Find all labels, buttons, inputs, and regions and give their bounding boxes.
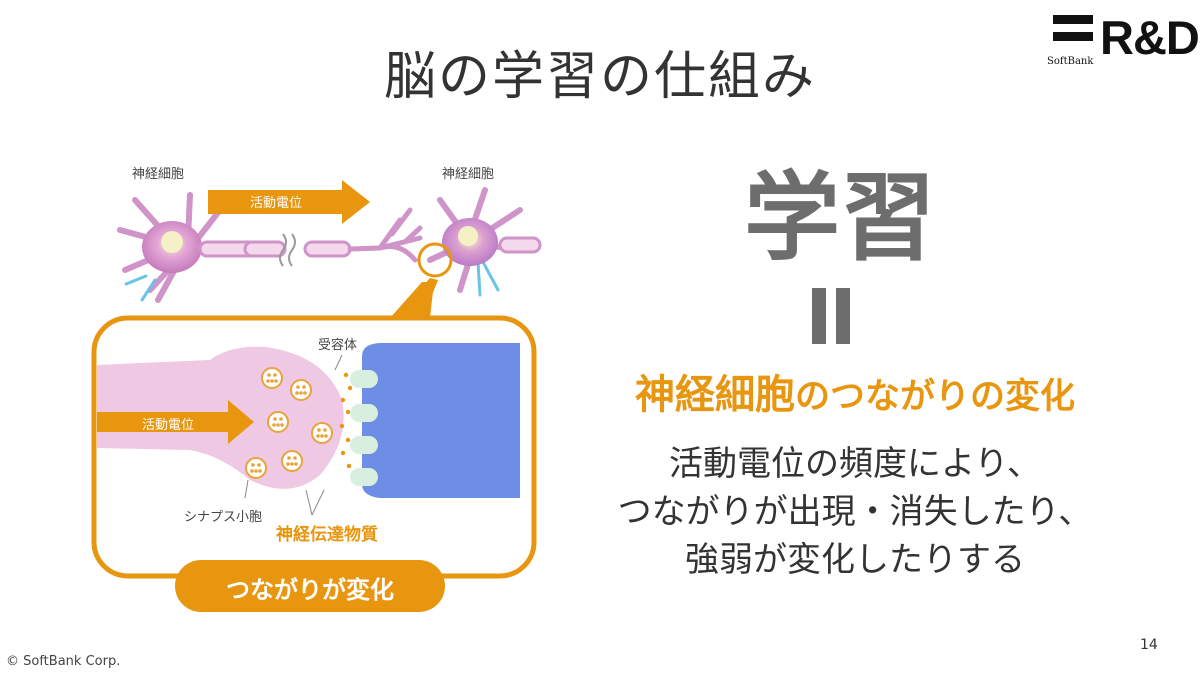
description-line-3: 強弱が変化したりする — [685, 540, 1025, 580]
postsynaptic-cell — [362, 343, 520, 498]
neurotransmitter-label: 神経伝達物質 — [276, 525, 378, 545]
page-number: 14 — [1140, 637, 1158, 653]
description: 活動電位の頻度により、 つながりが出現・消失したり、 強弱が変化したりする — [560, 440, 1150, 584]
synapse-illustration — [91, 180, 542, 612]
vesicle-dots — [250, 373, 328, 473]
top-arrow-icon — [208, 180, 370, 224]
neurotransmitter-dots — [339, 372, 353, 469]
synaptic-vesicles-icon — [245, 367, 333, 479]
right-neuron-icon — [427, 187, 542, 297]
logo-rd-text: R&D — [1100, 11, 1200, 64]
slide-title: 脳の学習の仕組み — [383, 47, 816, 107]
heading-neuron-text: 神経細胞 — [634, 372, 795, 418]
top-arrow-label: 活動電位 — [250, 196, 303, 211]
logo-softbank-text: SoftBank — [1047, 56, 1094, 67]
zoom-circle-icon — [417, 242, 453, 278]
description-line-1: 活動電位の頻度により、 — [669, 444, 1041, 484]
receptor-label: 受容体 — [318, 338, 358, 353]
copyright: © SoftBank Corp. — [6, 654, 121, 669]
synapse-diagram: 神経細胞 神経細胞 活動電位 活動電位 受容体 シナプス小胞 神経伝達物質 つな… — [80, 150, 550, 630]
change-pill — [175, 560, 445, 612]
neuron-connection-heading: 神経細胞のつながりの変化 — [560, 362, 1150, 420]
learning-heading: 学習 — [744, 162, 936, 274]
softbank-rd-logo: SoftBank R&D — [1040, 10, 1200, 68]
left-neuron-label: 神経細胞 — [132, 167, 185, 182]
receptor-icons — [350, 370, 378, 486]
vesicle-label: シナプス小胞 — [184, 510, 263, 525]
bottom-arrow-icon — [97, 400, 254, 444]
connection-change-label: つながりが変化 — [226, 576, 394, 604]
left-neuron-icon — [117, 192, 223, 303]
bottom-arrow-label: 活動電位 — [142, 418, 195, 433]
axon-icon — [198, 207, 423, 267]
callout-pointer-icon — [390, 282, 434, 318]
description-line-2: つながりが出現・消失したり、 — [617, 492, 1093, 532]
logo-bars-icon — [1053, 15, 1093, 49]
right-neuron-label: 神経細胞 — [442, 167, 495, 182]
heading-rest-text: のつながりの変化 — [794, 377, 1075, 417]
